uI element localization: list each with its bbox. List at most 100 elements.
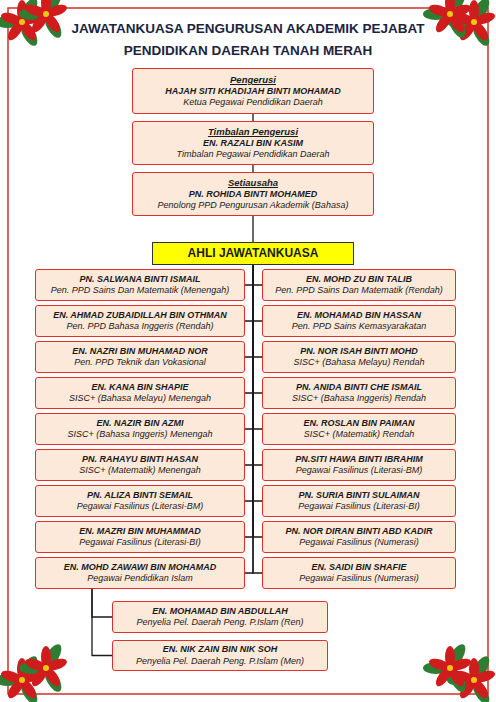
org-connector xyxy=(92,589,112,617)
person-box: EN. NIK ZAIN BIN NIK SOHPenyelia Pel. Da… xyxy=(112,640,328,671)
person-box: PN. NOR ISAH BINTI MOHDSISC+ (Bahasa Mel… xyxy=(262,341,456,373)
person-name: EN. MAZRI BIN MUHAMMAD xyxy=(79,526,201,537)
org-connector xyxy=(245,265,253,429)
job-title: Pen. PPD Sains Dan Matematik (Menengah) xyxy=(51,285,230,296)
person-name: PN. SALWANA BINTI ISMAIL xyxy=(79,274,200,285)
person-box: SetiausahaPN. ROHIDA BINTI MOHAMEDPenolo… xyxy=(132,172,374,216)
role-heading: Timbalan Pengerusi xyxy=(208,126,298,138)
job-title: Ketua Pegawai Pendidikan Daerah xyxy=(183,97,323,108)
person-box: PN. SURIA BINTI SULAIMANPegawai Fasilinu… xyxy=(262,485,456,517)
org-connector xyxy=(245,265,253,537)
org-connector xyxy=(253,265,262,429)
org-connector xyxy=(245,265,253,573)
person-name: PN. RAHAYU BINTI HASAN xyxy=(82,454,198,465)
job-title: Pegawai Fasilinus (Literasi-BI) xyxy=(79,537,201,548)
job-title: SISC+ (Matematik) Menengah xyxy=(79,465,200,476)
person-box: EN. MOHAMAD BIN ABDULLAHPenyelia Pel. Da… xyxy=(112,601,328,633)
job-title: Pegawai Fasilinus (Literasi-BI) xyxy=(298,501,420,512)
person-box: PN. ANIDA BINTI CHE ISMAILSISC+ (Bahasa … xyxy=(262,377,456,409)
person-name: EN. NAZRI BIN MUHAMAD NOR xyxy=(72,346,208,357)
org-connector xyxy=(253,265,262,573)
org-connector xyxy=(253,265,262,465)
poinsettia xyxy=(423,642,472,695)
person-box: PN. RAHAYU BINTI HASANSISC+ (Matematik) … xyxy=(35,449,245,481)
org-connector xyxy=(245,265,253,393)
person-box: PN. ALIZA BINTI SEMAILPegawai Fasilinus … xyxy=(35,485,245,517)
chart-title: JAWATANKUASA PENGURUSAN AKADEMIK PEJABAT… xyxy=(60,18,436,62)
job-title: Pegawai Fasilinus (Literasi-BM) xyxy=(77,501,204,512)
person-name: EN. MOHAMAD BIN ABDULLAH xyxy=(152,606,288,617)
person-box: EN. MOHD ZAWAWI BIN MOHAMADPegawai Pendi… xyxy=(35,557,245,589)
poinsettia xyxy=(19,642,68,695)
org-connector xyxy=(253,265,262,321)
person-name: EN. MOHAMAD BIN HASSAN xyxy=(297,310,421,321)
org-connector xyxy=(252,114,253,121)
job-title: Pegawai Pendidikan Islam xyxy=(87,573,193,584)
person-box: EN. AHMAD ZUBAIDILLAH BIN OTHMANPen. PPD… xyxy=(35,305,245,337)
job-title: Penolong PPD Pengurusan Akademik (Bahasa… xyxy=(158,200,349,211)
job-title: SISC+ (Bahasa Melayu) Rendah xyxy=(294,357,425,368)
job-title: SISC+ (Bahasa Inggeris) Rendah xyxy=(292,393,426,404)
job-title: SISC+ (Matematik) Rendah xyxy=(304,429,414,440)
page-border xyxy=(8,8,488,694)
org-connector xyxy=(252,216,253,242)
person-box: EN. SAIDI BIN SHAFIEPegawai Fasilinus (N… xyxy=(262,557,456,589)
job-title: Pegawai Fasilinus (Literasi-BM) xyxy=(296,465,423,476)
person-name: EN. ROSLAN BIN PAIMAN xyxy=(304,418,415,429)
section-band: AHLI JAWATANKUASA xyxy=(152,242,354,265)
job-title: Pegawai Fasilinus (Numerasi) xyxy=(299,573,419,584)
person-box: PN. NOR DIRAN BINTI ABD KADIRPegawai Fas… xyxy=(262,521,456,553)
person-name: EN. RAZALI BIN KASIM xyxy=(203,138,303,149)
job-title: Pen. PPD Bahasa Inggeris (Rendah) xyxy=(66,321,213,332)
person-name: PN. NOR DIRAN BINTI ABD KADIR xyxy=(285,526,432,537)
person-box: Timbalan PengerusiEN. RAZALI BIN KASIMTi… xyxy=(132,121,374,165)
person-name: HAJAH SITI KHADIJAH BINTI MOHAMAD xyxy=(165,86,341,97)
person-name: PN. ANIDA BINTI CHE ISMAIL xyxy=(296,382,422,393)
person-box: EN. MOHD ZU BIN TALIBPen. PPD Sains Dan … xyxy=(262,269,456,301)
person-box: EN. MOHAMAD BIN HASSANPen. PPD Sains Kem… xyxy=(262,305,456,337)
role-heading: Pengerusi xyxy=(230,74,276,86)
poinsettia xyxy=(19,0,68,40)
person-box: PengerusiHAJAH SITI KHADIJAH BINTI MOHAM… xyxy=(132,68,374,114)
org-connector xyxy=(245,265,253,321)
org-connector xyxy=(245,265,253,501)
person-name: AHLI JAWATANKUASA xyxy=(188,246,319,261)
person-name: PN.SITI HAWA BINTI IBRAHIM xyxy=(295,454,423,465)
person-name: PN. SURIA BINTI SULAIMAN xyxy=(298,490,419,501)
person-box: EN. NAZIR BIN AZMISISC+ (Bahasa Inggeris… xyxy=(35,413,245,445)
person-name: EN. SAIDI BIN SHAFIE xyxy=(311,562,406,573)
person-box: EN. KANA BIN SHAPIESISC+ (Bahasa Melayu)… xyxy=(35,377,245,409)
person-name: EN. NAZIR BIN AZMI xyxy=(96,418,183,429)
role-heading: Setiausaha xyxy=(228,177,278,189)
person-box: EN. MAZRI BIN MUHAMMADPegawai Fasilinus … xyxy=(35,521,245,553)
org-connector xyxy=(253,265,262,501)
person-name: EN. MOHD ZU BIN TALIB xyxy=(306,274,412,285)
org-connector xyxy=(253,265,262,285)
job-title: SISC+ (Bahasa Inggeris) Menengah xyxy=(68,429,213,440)
org-connector xyxy=(92,589,112,656)
poinsettia xyxy=(423,0,472,40)
job-title: Pen. PPD Teknik dan Vokasional xyxy=(74,357,205,368)
person-box: EN. ROSLAN BIN PAIMANSISC+ (Matematik) R… xyxy=(262,413,456,445)
job-title: Timbalan Pegawai Pendidikan Daerah xyxy=(176,149,329,160)
person-box: PN.SITI HAWA BINTI IBRAHIMPegawai Fasili… xyxy=(262,449,456,481)
org-connector xyxy=(245,265,253,285)
org-connector xyxy=(253,265,262,357)
job-title: SISC+ (Bahasa Melayu) Menengah xyxy=(69,393,211,404)
job-title: Pegawai Fasilinus (Numerasi) xyxy=(299,537,419,548)
org-connector xyxy=(253,265,262,537)
org-connector xyxy=(252,165,253,172)
job-title: Pen. PPD Sains Dan Matematik (Rendah) xyxy=(275,285,443,296)
org-connector xyxy=(245,265,253,357)
job-title: Penyelia Pel. Daerah Peng. P.Islam (Men) xyxy=(136,656,304,667)
org-connector xyxy=(253,265,262,393)
org-connector xyxy=(245,265,253,465)
person-name: EN. AHMAD ZUBAIDILLAH BIN OTHMAN xyxy=(53,310,227,321)
person-name: PN. ROHIDA BINTI MOHAMED xyxy=(189,189,318,200)
job-title: Penyelia Pel. Daerah Peng. P.Islam (Ren) xyxy=(137,617,304,628)
person-name: PN. NOR ISAH BINTI MOHD xyxy=(300,346,418,357)
person-name: EN. MOHD ZAWAWI BIN MOHAMAD xyxy=(64,562,217,573)
person-box: EN. NAZRI BIN MUHAMAD NORPen. PPD Teknik… xyxy=(35,341,245,373)
person-name: PN. ALIZA BINTI SEMAIL xyxy=(87,490,193,501)
person-name: EN. KANA BIN SHAPIE xyxy=(91,382,188,393)
